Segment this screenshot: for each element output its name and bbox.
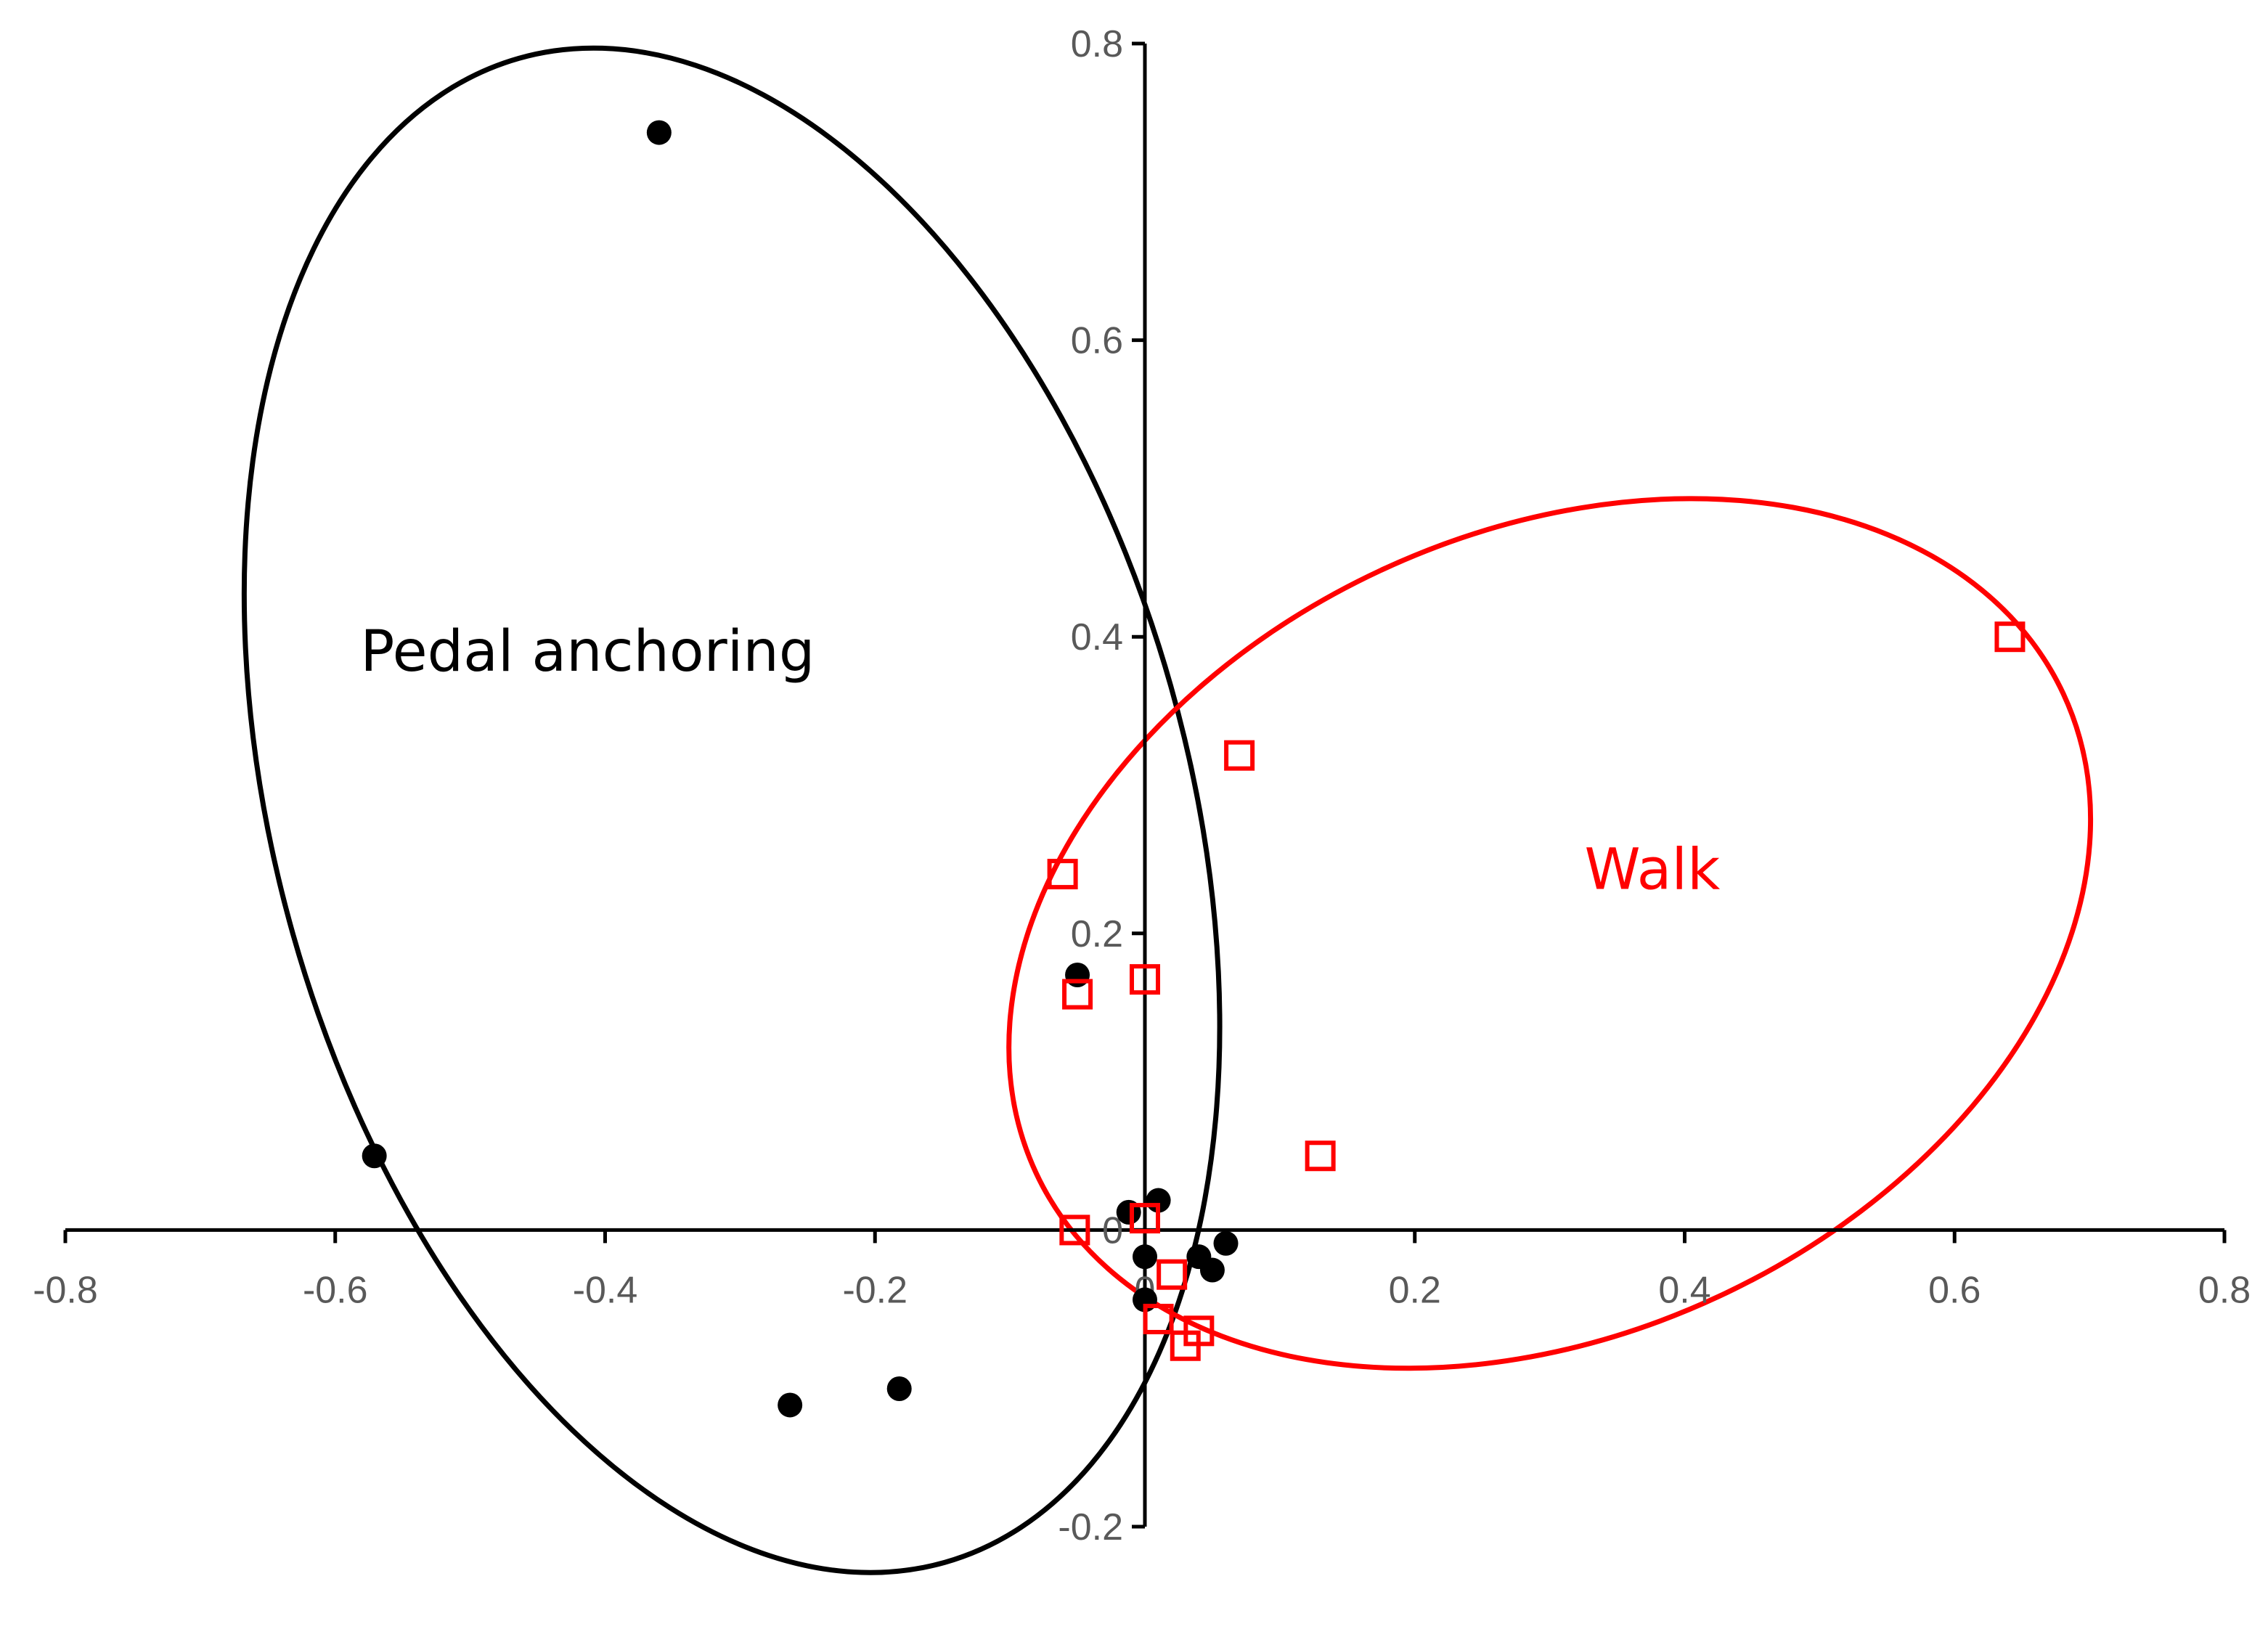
data-point-circle xyxy=(1065,963,1090,988)
y-tick-label: -0.2 xyxy=(1058,1506,1123,1548)
data-point-circle xyxy=(646,120,672,145)
data-point-square xyxy=(1157,1259,1188,1290)
data-point-circle xyxy=(778,1392,803,1418)
data-point-square xyxy=(1130,1203,1160,1234)
x-tick-label: -0.8 xyxy=(33,1269,98,1311)
x-tick-label: -0.6 xyxy=(303,1269,368,1311)
data-point-square xyxy=(1062,979,1093,1010)
data-point-square xyxy=(1059,1215,1090,1246)
x-tick-label: 0.4 xyxy=(1658,1269,1710,1311)
data-points xyxy=(362,120,2026,1418)
data-point-square xyxy=(1994,621,2026,653)
data-point-square xyxy=(1170,1330,1201,1361)
x-tick-label: -0.4 xyxy=(573,1269,638,1311)
group-ellipse-2 xyxy=(1006,496,2094,1371)
x-tick-label: 0.8 xyxy=(2198,1269,2251,1311)
y-tick-label: 0.8 xyxy=(1071,23,1123,65)
data-point-square xyxy=(1047,859,1078,890)
x-tick-label: 0.2 xyxy=(1389,1269,1441,1311)
x-tick-label: -0.2 xyxy=(842,1269,907,1311)
data-point-circle xyxy=(1199,1257,1225,1283)
y-tick-label: 0.6 xyxy=(1071,320,1123,362)
data-point-square xyxy=(1143,1303,1174,1334)
data-point-square xyxy=(1130,964,1160,995)
data-point-circle xyxy=(1133,1244,1157,1270)
data-point-circle xyxy=(1213,1230,1239,1256)
y-tick-label: 0.4 xyxy=(1071,616,1123,658)
data-point-square xyxy=(1305,1140,1336,1172)
group-ellipses xyxy=(241,45,2094,1575)
group-label-2: Walk xyxy=(1584,838,1720,903)
data-point-circle xyxy=(362,1143,387,1169)
group-ellipse-1 xyxy=(241,45,1223,1575)
y-tick-label: 0.2 xyxy=(1071,913,1123,955)
group-label-1: Pedal anchoring xyxy=(360,619,815,685)
tick-labels: -0.8-0.6-0.4-0.200.20.40.60.8-0.200.20.4… xyxy=(33,23,2251,1548)
x-tick-label: 0.6 xyxy=(1928,1269,1981,1311)
data-point-square xyxy=(1224,740,1255,771)
data-point-circle xyxy=(886,1376,912,1402)
